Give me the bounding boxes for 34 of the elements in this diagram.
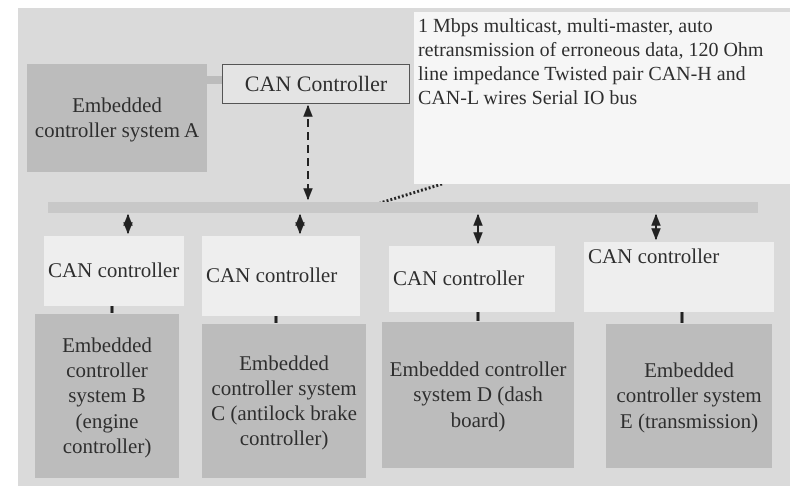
node-text: Embedded controller system E (transmission) xyxy=(615,358,763,434)
system-box xyxy=(382,322,574,468)
system-box xyxy=(27,64,207,172)
connector-line xyxy=(110,306,114,313)
connector-line xyxy=(274,316,278,323)
node-text: Embedded controller system C (antilock brake controller) xyxy=(210,350,358,452)
arrow xyxy=(303,104,313,200)
node-text: CAN controller xyxy=(393,266,524,292)
arrow xyxy=(295,214,305,234)
connector-line xyxy=(680,312,684,323)
leader-line xyxy=(380,182,442,204)
controller-box xyxy=(584,242,774,312)
node-text: CAN controller xyxy=(588,244,720,270)
arrow xyxy=(651,214,661,240)
node-text: Embedded controller system A xyxy=(34,92,200,144)
node-text: Embedded controller system B (engine controller) xyxy=(61,333,153,459)
node-text: CAN Controller xyxy=(244,70,388,98)
controller-box xyxy=(44,236,184,306)
controller-box xyxy=(222,64,410,104)
bus-bar xyxy=(48,202,758,213)
controller-box xyxy=(389,246,555,312)
connector-line xyxy=(476,312,480,321)
system-box xyxy=(202,324,366,478)
system-box xyxy=(35,314,179,478)
node-text: 1 Mbps multicast, multi-master, auto retransmission of erroneous data, 120 Ohm line impedance Twisted pair CAN-H and CAN-L wires Serial IO bus xyxy=(418,14,764,110)
node-text: Embedded controller system D (dash board) xyxy=(388,357,568,433)
node-text: CAN controller xyxy=(206,263,338,289)
arrow xyxy=(123,214,133,234)
controller-box xyxy=(202,236,360,316)
connector-line xyxy=(207,76,222,84)
node-text: CAN controller xyxy=(48,258,180,284)
note-box xyxy=(414,12,790,184)
system-box xyxy=(606,324,772,468)
arrow xyxy=(473,214,483,244)
